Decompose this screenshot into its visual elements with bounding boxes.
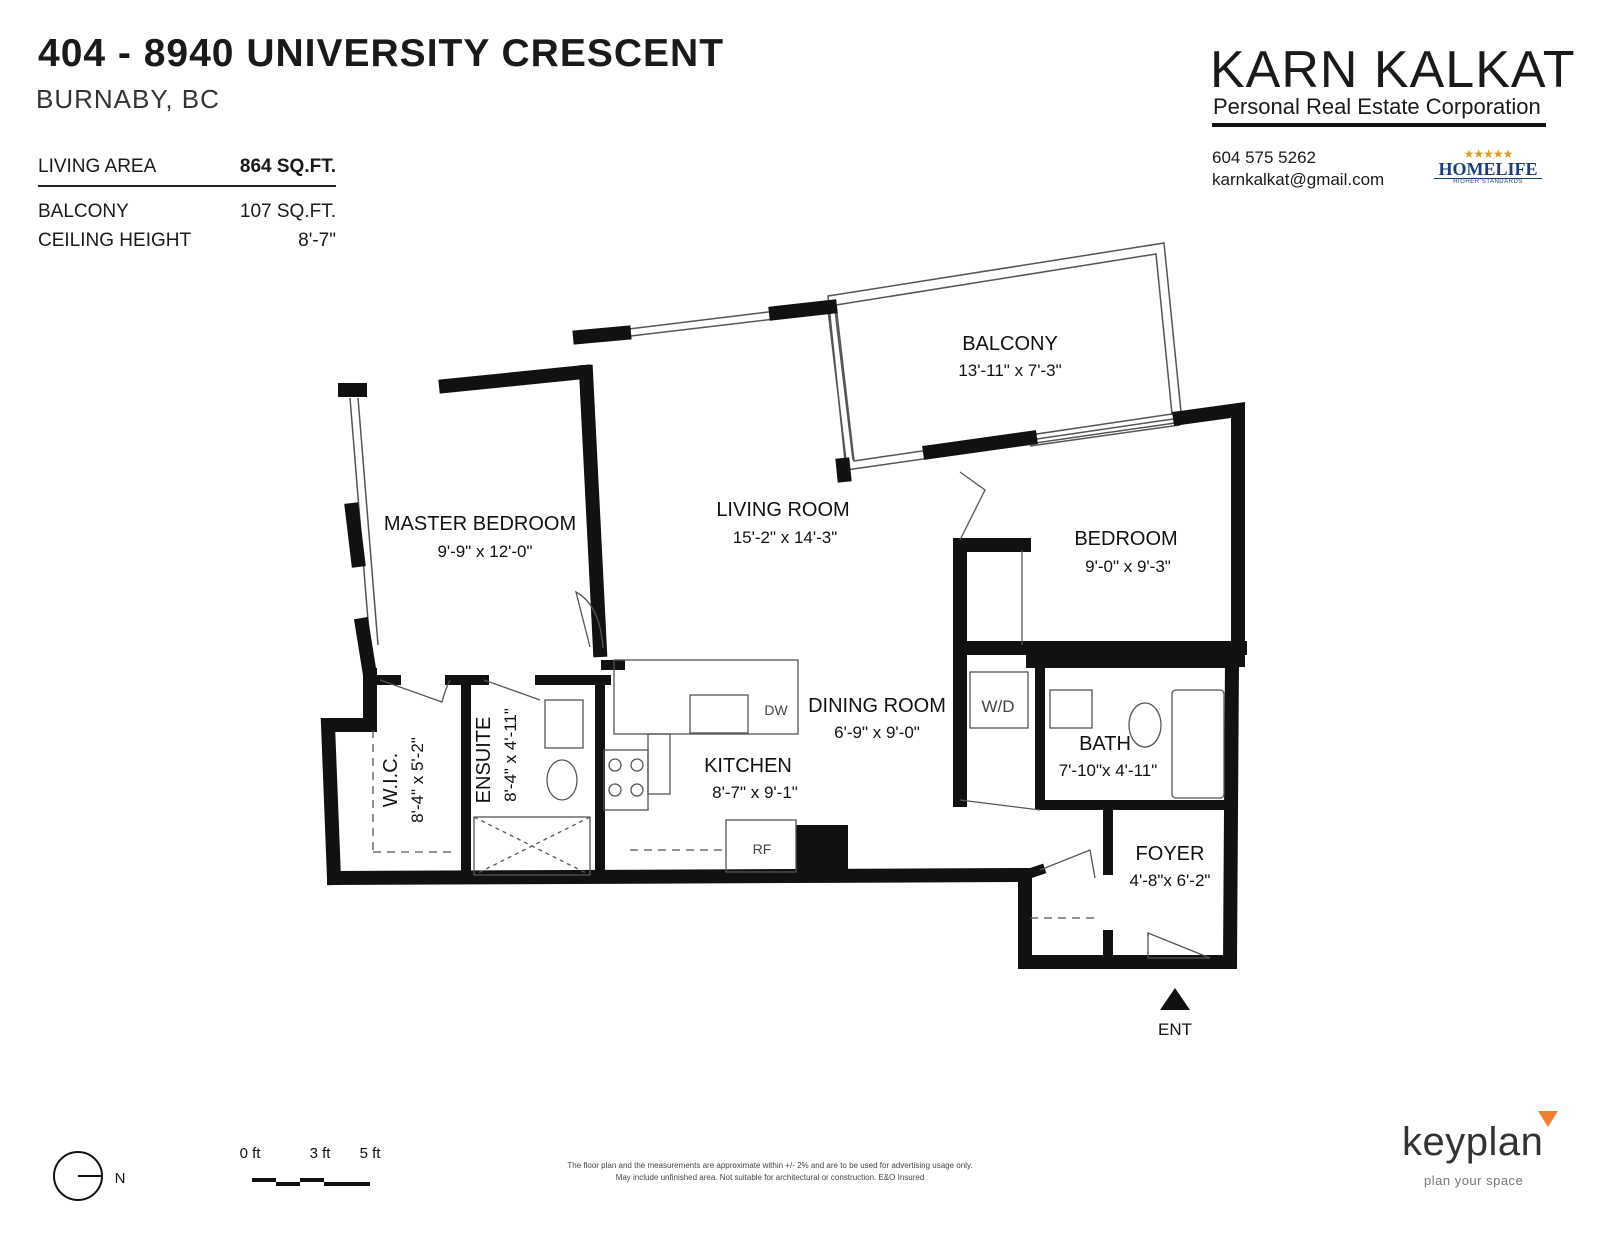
keyplan-logo: keyplan xyxy=(1402,1120,1544,1164)
balcony-name: BALCONY xyxy=(962,333,1058,355)
bedroom-name: BEDROOM xyxy=(1074,528,1177,550)
stars-icon: ★★★★★ xyxy=(1463,147,1514,161)
kitchen-name: KITCHEN xyxy=(704,755,792,777)
property-city: BURNABY, BC xyxy=(36,84,220,114)
wic-dims: 8'-4" x 5'-2" xyxy=(408,737,427,823)
agent-divider xyxy=(1212,123,1546,127)
dishwasher-label: DW xyxy=(764,702,788,718)
wic-name: W.I.C. xyxy=(380,753,402,807)
balcony-area-row: BALCONY 107 SQ.FT. xyxy=(38,197,336,226)
living-area-row: LIVING AREA 864 SQ.FT. xyxy=(38,152,336,187)
washer-dryer-label: W/D xyxy=(981,697,1014,716)
fixtures xyxy=(372,550,1225,919)
agent-email: karnkalkat@gmail.com xyxy=(1212,170,1385,189)
scale-zero-label: 0 ft xyxy=(240,1145,262,1162)
homelife-tagline: HIGHER STANDARDS xyxy=(1434,178,1542,185)
area-stats: LIVING AREA 864 SQ.FT. BALCONY 107 SQ.FT… xyxy=(38,152,336,255)
homelife-logo: ★★★★★ HOMELIFE HIGHER STANDARDS xyxy=(1434,148,1542,185)
ceiling-height-row: CEILING HEIGHT 8'-7" xyxy=(38,226,336,255)
refrigerator-label: RF xyxy=(753,841,772,857)
bedroom-dims: 9'-0" x 9'-3" xyxy=(1085,557,1171,576)
bath-dims: 7'-10"x 4'-11" xyxy=(1059,761,1158,780)
ensuite-dims: 8'-4" x 4'-11" xyxy=(501,708,520,802)
keyplan-tagline: plan your space xyxy=(1424,1173,1524,1188)
balcony-dims: 13'-11" x 7'-3" xyxy=(958,361,1061,380)
balcony-area-value: 107 SQ.FT. xyxy=(239,200,336,222)
bath-name: BATH xyxy=(1079,733,1131,755)
scale-three-label: 3 ft xyxy=(310,1145,332,1162)
ceiling-height-label: CEILING HEIGHT xyxy=(38,229,192,251)
agent-contact: 604 575 5262 karnkalkat@gmail.com xyxy=(1212,147,1384,191)
door-swings xyxy=(379,471,1211,959)
disclaimer-line-2: May include unfinished area. Not suitabl… xyxy=(615,1173,925,1182)
foyer-name: FOYER xyxy=(1136,843,1205,865)
disclaimer-line-1: The floor plan and the measurements are … xyxy=(567,1161,973,1170)
keyplan-fox-icon xyxy=(1538,1111,1558,1127)
property-address: 404 - 8940 UNIVERSITY CRESCENT xyxy=(38,32,725,75)
foyer-dims: 4'-8"x 6'-2" xyxy=(1130,871,1211,890)
balcony-area-label: BALCONY xyxy=(38,200,129,222)
walls xyxy=(320,299,1247,969)
ensuite-name: ENSUITE xyxy=(473,717,495,804)
kitchen-dims: 8'-7" x 9'-1" xyxy=(712,783,798,802)
dining-room-name: DINING ROOM xyxy=(808,695,946,717)
scale-five-label: 5 ft xyxy=(360,1145,382,1162)
entrance-arrow-icon xyxy=(1160,988,1190,1010)
living-room-dims: 15'-2" x 14'-3" xyxy=(733,528,838,547)
agent-name: KARN KALKAT xyxy=(1210,41,1576,99)
agent-corporation: Personal Real Estate Corporation xyxy=(1213,94,1541,119)
master-bedroom-name: MASTER BEDROOM xyxy=(384,513,576,535)
disclaimer: The floor plan and the measurements are … xyxy=(440,1160,1100,1184)
living-area-label: LIVING AREA xyxy=(38,155,157,177)
windows xyxy=(349,304,1181,646)
living-room-name: LIVING ROOM xyxy=(716,499,849,521)
entrance-label: ENT xyxy=(1158,1020,1192,1039)
compass-north-label: N xyxy=(115,1170,126,1187)
homelife-brand: HOMELIFE xyxy=(1438,159,1538,179)
master-bedroom-dims: 9'-9" x 12'-0" xyxy=(437,542,532,561)
scale-bar xyxy=(252,1178,370,1186)
dining-room-dims: 6'-9" x 9'-0" xyxy=(834,723,920,742)
ceiling-height-value: 8'-7" xyxy=(298,229,336,251)
living-area-value: 864 SQ.FT. xyxy=(239,155,336,177)
room-labels: BALCONY 13'-11" x 7'-3" LIVING ROOM 15'-… xyxy=(380,333,1210,890)
agent-phone: 604 575 5262 xyxy=(1212,148,1316,167)
